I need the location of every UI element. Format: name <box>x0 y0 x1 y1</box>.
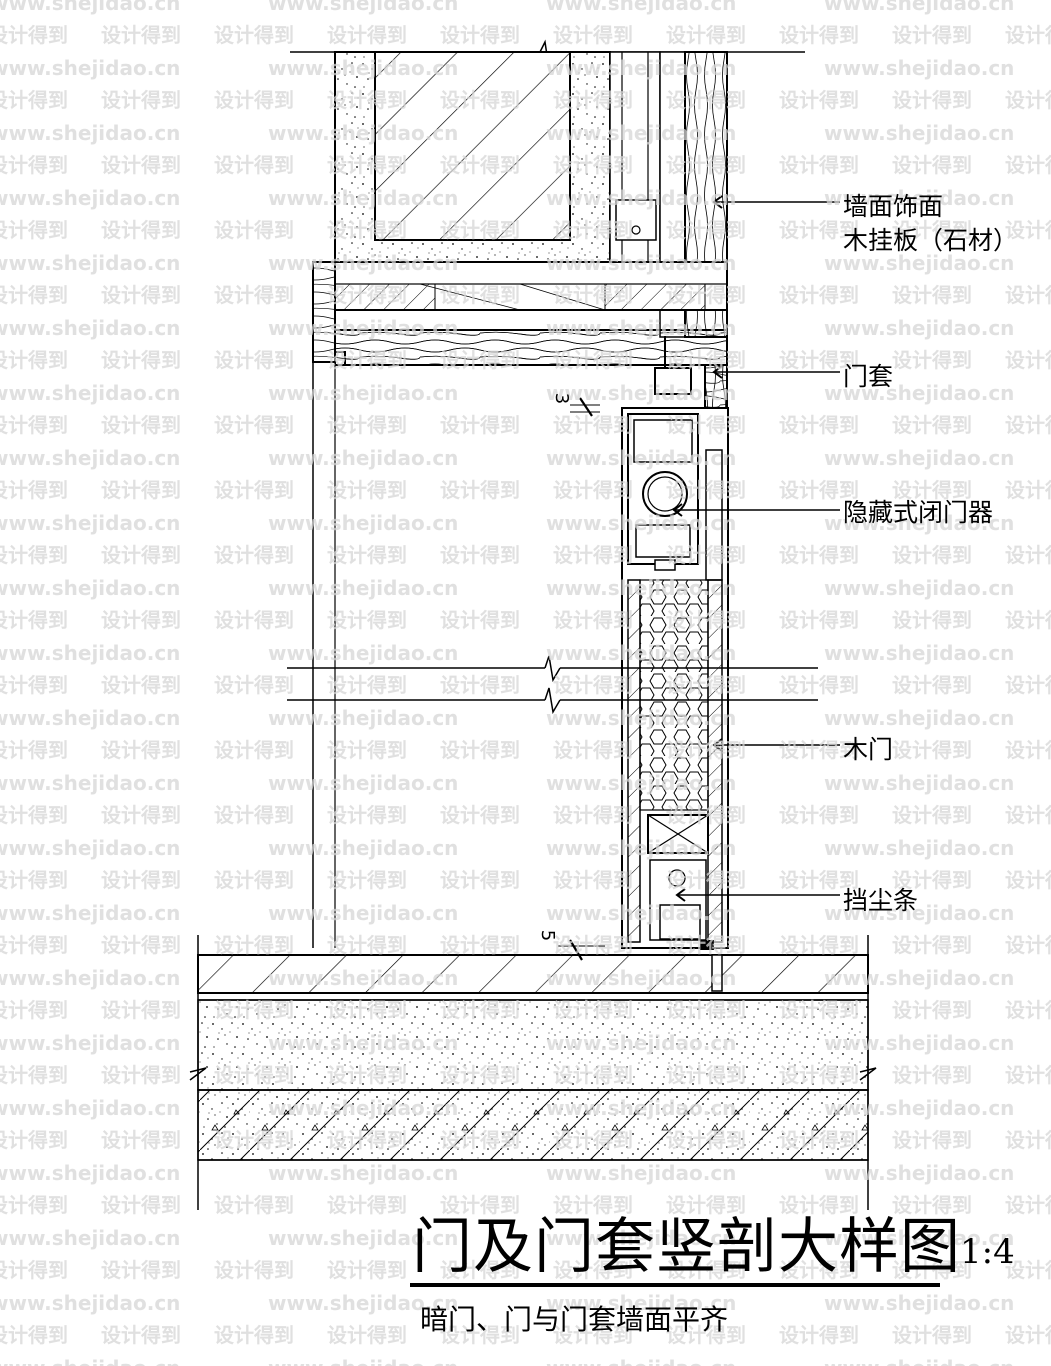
dimension-bottom-gap: 5 <box>537 929 559 942</box>
label-wood-door: 木门 <box>843 735 894 764</box>
label-concealed-closer: 隐藏式闭门器 <box>843 498 994 527</box>
label-dust-strip: 挡尘条 <box>843 886 919 915</box>
dimension-top-gap: 3 <box>551 392 573 405</box>
label-door-casing: 门套 <box>843 362 894 391</box>
label-wall-finish-material: 木挂板（石材） <box>843 226 1019 255</box>
drawing-scale: 1:4 <box>960 1232 1015 1272</box>
drawing-title: 门及门套竖剖大样图 <box>412 1212 961 1282</box>
drawing-subtitle: 暗门、门与门套墙面平齐 <box>420 1303 729 1336</box>
label-wall-finish: 墙面饰面 <box>843 192 944 221</box>
